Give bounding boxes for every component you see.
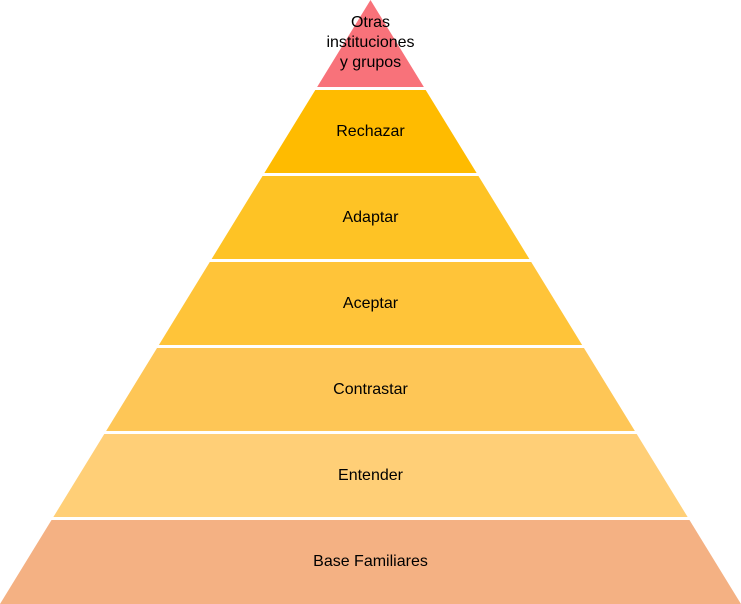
pyramid-level-6: [53, 434, 688, 517]
pyramid-level-1: [317, 0, 424, 87]
pyramid-level-4: [158, 262, 583, 345]
pyramid-level-7: [0, 520, 741, 604]
pyramid-level-2: [264, 90, 477, 173]
pyramid-level-5: [106, 348, 635, 431]
pyramid-level-3: [211, 176, 530, 259]
